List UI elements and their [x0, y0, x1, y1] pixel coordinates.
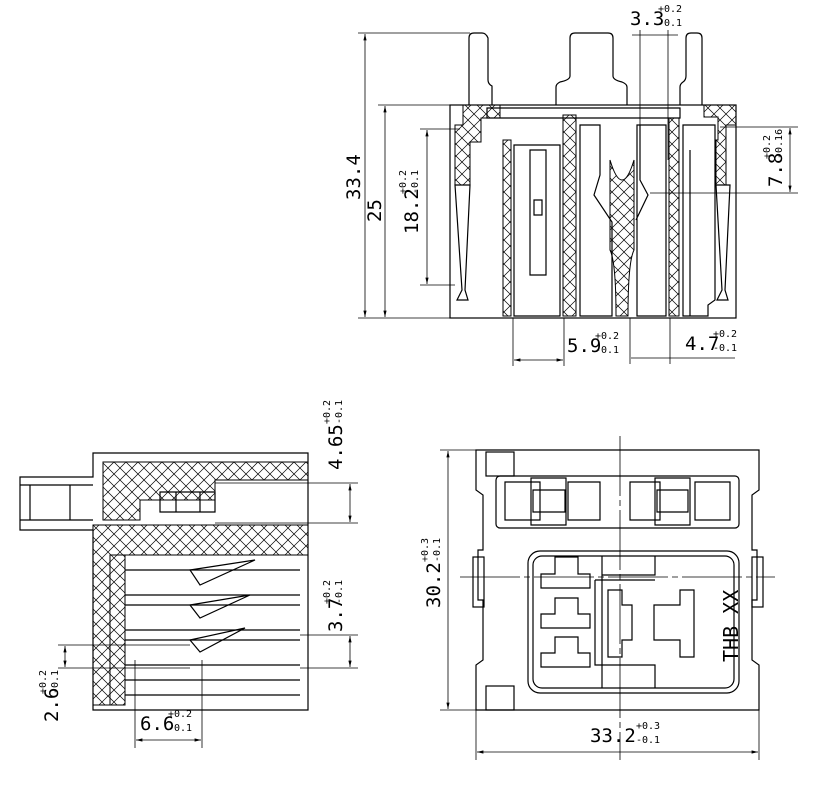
svg-text:+0.2: +0.2 — [713, 329, 737, 340]
svg-text:18.2: 18.2 — [401, 188, 423, 234]
svg-text:6.6: 6.6 — [140, 713, 174, 735]
svg-text:4.65: 4.65 — [325, 424, 347, 470]
svg-text:-0.1: -0.1 — [713, 343, 737, 354]
svg-text:+0.2: +0.2 — [322, 580, 333, 604]
svg-text:-0.16: -0.16 — [774, 129, 785, 159]
svg-text:-0.1: -0.1 — [432, 538, 443, 562]
svg-text:+0.2: +0.2 — [595, 331, 619, 342]
svg-text:3.3: 3.3 — [630, 8, 664, 30]
front-view: 33.4 25 18.2 +0.2 -0.1 7.8 +0.2 -0.16 3.… — [343, 4, 798, 366]
dim-terminal-gap: 3.7 +0.2 -0.1 — [322, 580, 347, 632]
dim-bottom-width: 33.2 +0.3 -0.1 — [590, 721, 660, 747]
svg-text:+0.2: +0.2 — [322, 400, 333, 424]
bottom-view: THB XX 30.2 +0.3 -0.1 33.2 +0.3 -0.1 — [420, 436, 775, 760]
dim-terminal-width: 6.6 +0.2 -0.1 — [140, 709, 192, 735]
svg-text:+0.2: +0.2 — [658, 4, 682, 15]
side-view: 4.65 +0.2 -0.1 3.7 +0.2 -0.1 2.6 +0.2 -0… — [19, 400, 358, 748]
svg-text:-0.1: -0.1 — [334, 580, 345, 604]
svg-text:7.8: 7.8 — [765, 153, 787, 187]
dim-inner-height: 18.2 +0.2 -0.1 — [398, 170, 423, 234]
top-terminal-row — [495, 475, 740, 529]
svg-text:33.2: 33.2 — [590, 725, 636, 747]
dim-total-height: 33.4 — [343, 154, 365, 200]
svg-text:+0.3: +0.3 — [636, 721, 660, 732]
svg-text:-0.1: -0.1 — [595, 345, 619, 356]
svg-text:+0.2: +0.2 — [38, 670, 49, 694]
dim-tab-height: 4.65 +0.2 -0.1 — [322, 400, 347, 470]
front-body-outline — [449, 104, 737, 319]
svg-text:5.9: 5.9 — [567, 335, 601, 357]
bottom-terminal-block — [527, 550, 740, 694]
pin-left — [468, 32, 493, 105]
dim-slot-depth: 7.8 +0.2 -0.16 — [762, 129, 787, 187]
dim-cavity-width-a: 5.9 +0.2 -0.1 — [567, 331, 619, 357]
svg-text:2.6: 2.6 — [41, 688, 63, 722]
svg-text:3.7: 3.7 — [325, 598, 347, 632]
dim-bottom-height: 30.2 +0.3 -0.1 — [420, 538, 445, 608]
dim-bottom-offset: 2.6 +0.2 -0.1 — [38, 670, 63, 722]
pin-middle — [555, 32, 628, 105]
svg-text:-0.1: -0.1 — [658, 18, 682, 29]
dim-pin-pitch: 3.3 +0.2 -0.1 — [630, 4, 682, 30]
svg-text:-0.1: -0.1 — [410, 170, 421, 194]
svg-text:4.7: 4.7 — [685, 333, 719, 355]
svg-text:+0.2: +0.2 — [398, 170, 409, 194]
svg-text:-0.1: -0.1 — [636, 735, 660, 746]
svg-text:30.2: 30.2 — [423, 562, 445, 608]
svg-text:+0.2: +0.2 — [168, 709, 192, 720]
dim-body-height: 25 — [364, 199, 386, 222]
svg-text:-0.1: -0.1 — [50, 670, 61, 694]
pin-right — [679, 32, 703, 105]
svg-text:+0.3: +0.3 — [420, 538, 431, 562]
dim-cavity-width-b: 4.7 +0.2 -0.1 — [685, 329, 737, 355]
product-marking: THB XX — [719, 590, 743, 662]
svg-text:-0.1: -0.1 — [168, 723, 192, 734]
svg-text:+0.2: +0.2 — [762, 135, 773, 159]
svg-text:-0.1: -0.1 — [334, 400, 345, 424]
